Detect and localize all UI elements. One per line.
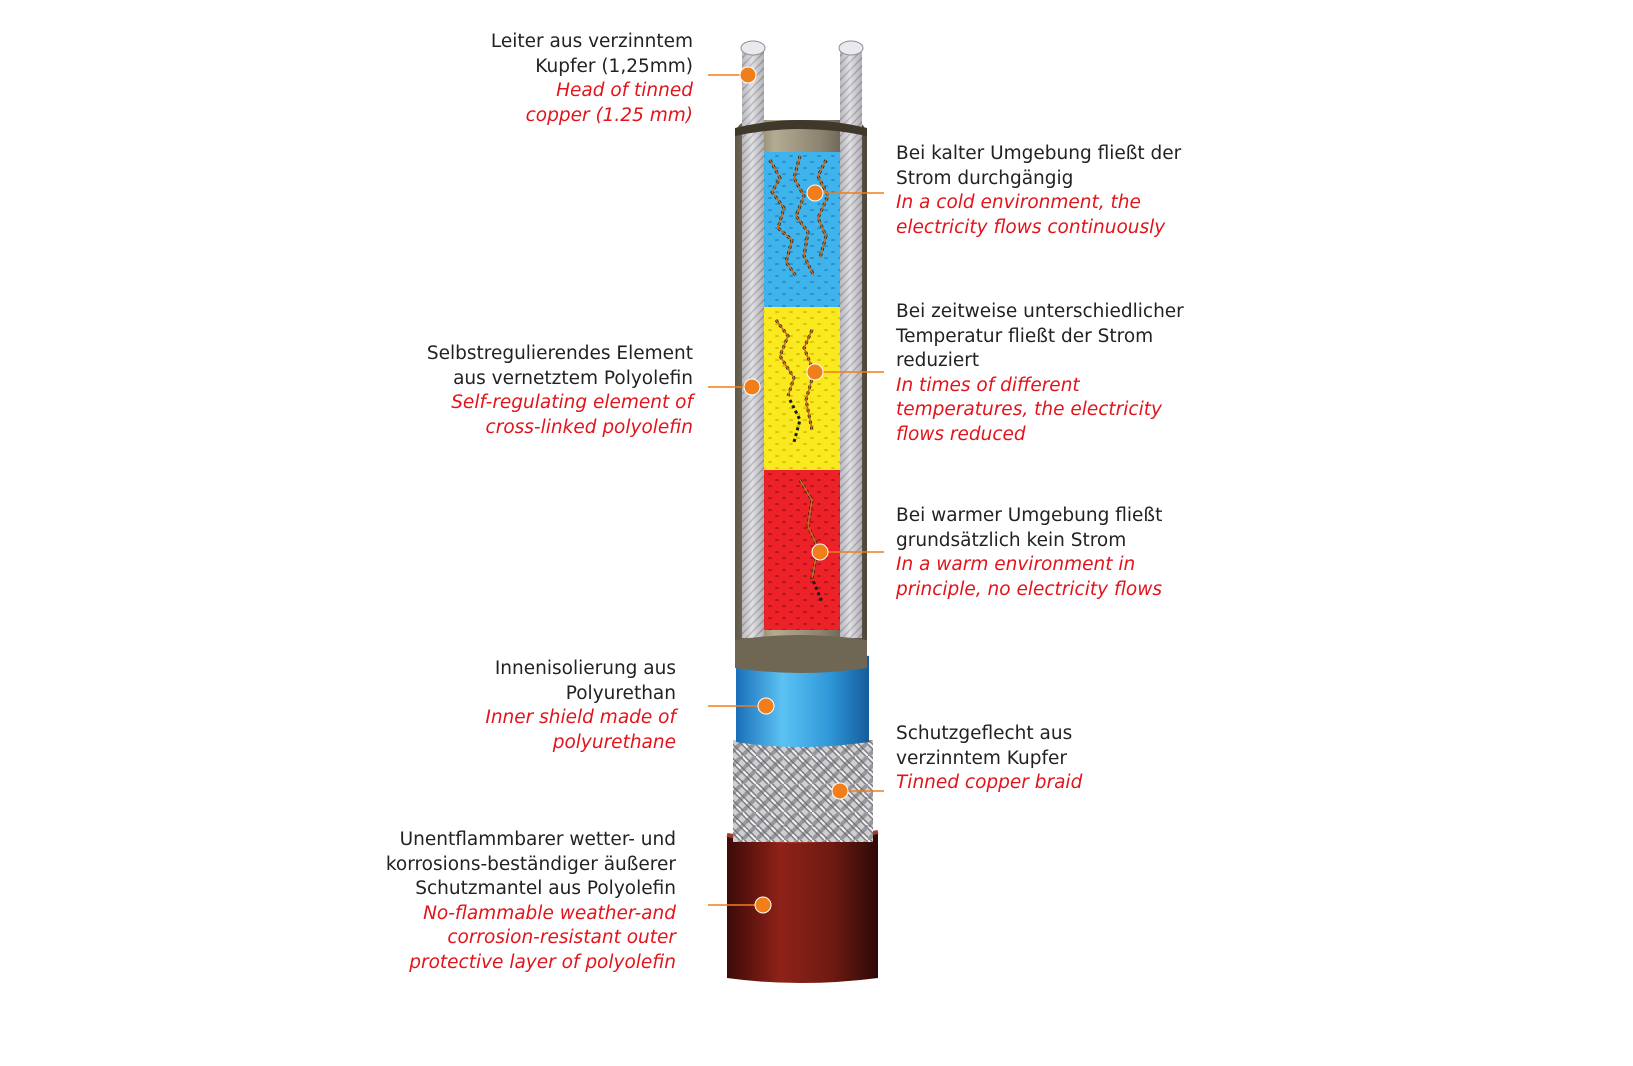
label-cold: Bei kalter Umgebung fließt der Strom dur… <box>896 142 1181 240</box>
label-warm-en-2: principle, no electricity flows <box>896 578 1162 600</box>
marker-self-regulating <box>743 378 761 396</box>
inner-shield-layer <box>736 651 869 747</box>
label-cold-de-1: Bei kalter Umgebung fließt der <box>896 143 1182 164</box>
label-outer-jacket-de-2: korrosions-beständiger äußerer <box>385 853 676 875</box>
label-mixed-en-3: flows reduced <box>896 423 1026 445</box>
label-conductor: Leiter aus verzinntem Kupfer (1,25mm) He… <box>491 30 693 128</box>
label-cold-en-2: electricity flows continuously <box>896 216 1166 238</box>
marker-braid <box>831 782 849 800</box>
label-mixed-de-3: reduziert <box>896 350 980 371</box>
label-self-regulating-de-1: Selbstregulierendes Element <box>426 343 693 364</box>
mixed-zone <box>764 307 840 470</box>
label-outer-jacket-en-1: No-flammable weather-and <box>423 902 676 924</box>
label-conductor-de-1: Leiter aus verzinntem <box>490 31 693 52</box>
label-cold-en-1: In a cold environment, the <box>896 192 1141 213</box>
core-zones <box>764 152 840 630</box>
marker-warm <box>811 543 829 561</box>
label-mixed-en-1: In times of different <box>896 374 1080 396</box>
label-outer-jacket-en-3: protective layer of polyolefin <box>409 951 676 973</box>
label-mixed: Bei zeitweise unterschiedlicher Temperat… <box>896 300 1184 447</box>
label-inner-shield-en-1: Inner shield made of <box>485 707 676 728</box>
label-outer-jacket-de-1: Unentflammbarer wetter- und <box>399 829 676 850</box>
label-outer-jacket-en-2: corrosion-resistant outer <box>447 927 676 948</box>
label-self-regulating-en-2: cross-linked polyolefin <box>485 416 693 438</box>
label-braid: Schutzgeflecht aus verzinntem Kupfer Tin… <box>896 722 1082 796</box>
label-braid-de-1: Schutzgeflecht aus <box>896 723 1073 744</box>
marker-outer-jacket <box>754 896 772 914</box>
label-mixed-de-2: Temperatur fließt der Strom <box>896 325 1154 347</box>
label-warm-de-1: Bei warmer Umgebung fließt <box>896 505 1163 526</box>
label-inner-shield: Innenisolierung aus Polyurethan Inner sh… <box>485 657 676 755</box>
warm-zone <box>764 470 840 630</box>
label-self-regulating-de-2: aus vernetztem Polyolefin <box>453 367 693 389</box>
marker-cold <box>806 184 824 202</box>
label-conductor-en-2: copper (1.25 mm) <box>525 104 693 126</box>
markers <box>739 66 849 914</box>
cold-zone <box>764 152 840 307</box>
label-conductor-de-2: Kupfer (1,25mm) <box>535 55 693 77</box>
label-braid-de-2: verzinntem Kupfer <box>896 747 1067 769</box>
label-cold-de-2: Strom durchgängig <box>896 167 1074 189</box>
label-conductor-en-1: Head of tinned <box>556 80 693 101</box>
label-self-regulating-en-1: Self-regulating element of <box>451 392 693 413</box>
label-mixed-de-1: Bei zeitweise unterschiedlicher <box>896 301 1184 322</box>
label-mixed-en-2: temperatures, the electricity <box>896 399 1162 420</box>
label-braid-en-1: Tinned copper braid <box>896 772 1083 793</box>
label-warm: Bei warmer Umgebung fließt grundsätzlich… <box>896 504 1162 602</box>
label-inner-shield-de-1: Innenisolierung aus <box>494 658 676 679</box>
label-inner-shield-de-2: Polyurethan <box>565 682 676 704</box>
label-self-regulating: Selbstregulierendes Element aus vernetzt… <box>427 342 693 440</box>
marker-inner-shield <box>757 697 775 715</box>
marker-conductor <box>739 66 757 84</box>
conductor-wires <box>740 40 864 638</box>
marker-mixed <box>806 363 824 381</box>
label-outer-jacket-de-3: Schutzmantel aus Polyolefin <box>415 878 676 899</box>
label-warm-en-1: In a warm environment in <box>896 554 1136 575</box>
label-outer-jacket: Unentflammbarer wetter- und korrosions-b… <box>386 828 676 975</box>
label-inner-shield-en-2: polyurethane <box>552 731 676 753</box>
label-warm-de-2: grundsätzlich kein Strom <box>896 529 1127 551</box>
